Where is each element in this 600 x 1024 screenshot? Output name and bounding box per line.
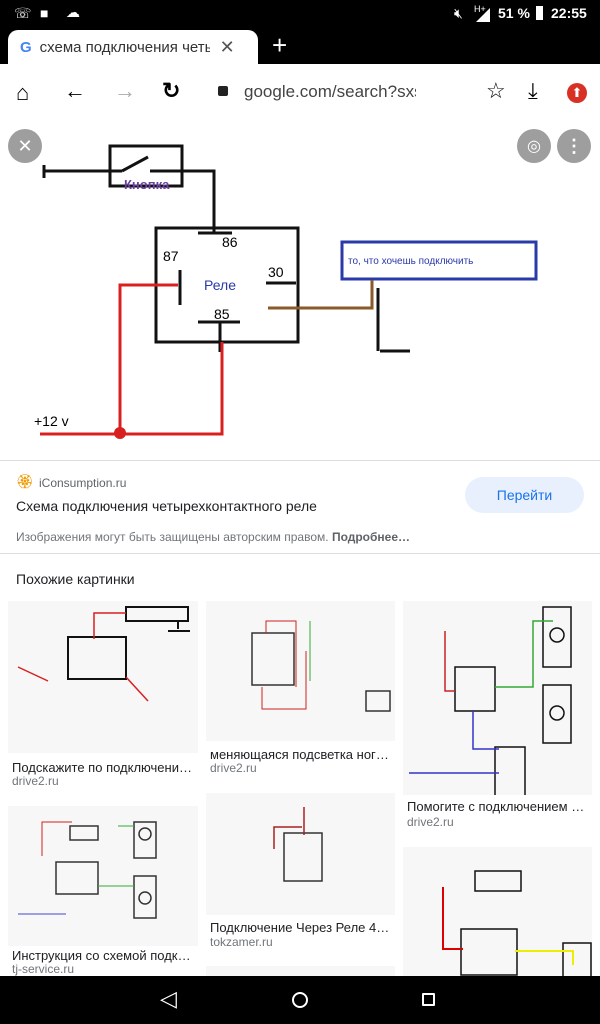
navigation-bar: ◁ — [0, 976, 600, 1024]
related-image-1[interactable] — [8, 601, 198, 753]
copyright-note: Изображения могут быть защищены авторски… — [16, 530, 410, 544]
related-image-3[interactable] — [206, 601, 395, 741]
back-icon[interactable]: ← — [64, 78, 86, 103]
relay-label: Реле — [204, 277, 236, 293]
related-title-3[interactable]: меняющаяся подсветка ног — DRIVE2 — [210, 747, 392, 762]
battery-percent: 51 % — [498, 5, 530, 21]
related-source-1: drive2.ru — [12, 774, 59, 788]
more-link[interactable]: Подробнее… — [331, 530, 411, 544]
missed-call-icon: ☏ — [14, 5, 32, 21]
related-source-5: drive2.ru — [407, 815, 454, 829]
browser-toolbar: ⌂ ← → ↻ google.com/search?sxsrf=APq-W ☆ … — [0, 64, 600, 120]
status-bar: ☏ ■ ☁ 🔇︎ H+ 51 % 22:55 — [0, 0, 600, 28]
pin-30: 30 — [268, 264, 284, 280]
related-title-5[interactable]: Помогите с подключением 4-х контактного … — [407, 799, 589, 814]
close-icon[interactable]: ✕ — [8, 129, 42, 163]
weather-icon: ☁ — [66, 4, 80, 20]
copyright-text: Изображения могут быть защищены авторски… — [16, 530, 329, 544]
back-nav-icon[interactable]: ◁ — [160, 986, 177, 1011]
pin-86: 86 — [222, 234, 238, 250]
related-title-4[interactable]: Подключение Через Реле 4 Контакта — [210, 920, 392, 935]
clock: 22:55 — [551, 5, 587, 21]
related-title-2[interactable]: Инструкция со схемой подключения — [12, 948, 194, 963]
lock-icon — [218, 86, 228, 96]
download-icon[interactable]: ⤓ — [528, 78, 538, 103]
related-image-7[interactable] — [403, 847, 592, 976]
video-icon: ■ — [40, 5, 49, 21]
home-nav-icon[interactable] — [292, 992, 308, 1008]
new-tab-button[interactable]: + — [272, 30, 288, 60]
forward-icon[interactable]: → — [114, 78, 136, 103]
close-tab-icon[interactable]: ✕ — [219, 36, 235, 57]
preview-image: Кнопка 87 86 Реле 30 85 то, что хочешь п… — [0, 120, 600, 460]
signal-icon — [476, 8, 490, 22]
site-favicon: 🏵︎ — [16, 473, 34, 489]
lens-icon[interactable]: ◎ — [517, 129, 551, 163]
home-icon[interactable]: ⌂ — [16, 80, 30, 105]
related-image-6[interactable] — [206, 966, 395, 976]
pin-87: 87 — [163, 248, 179, 264]
browser-tab[interactable]: G схема подключения четырехконтактного р… — [8, 30, 258, 64]
power-label: +12 v — [34, 413, 69, 429]
related-source-3: drive2.ru — [210, 761, 257, 775]
related-image-5[interactable] — [403, 601, 592, 795]
more-icon[interactable]: ⋮ — [557, 129, 591, 163]
button-label: Кнопка — [124, 177, 170, 192]
relay-diagram: Кнопка 87 86 Реле 30 85 то, что хочешь п… — [34, 144, 538, 439]
pin-85: 85 — [214, 306, 230, 322]
related-image-4[interactable] — [206, 793, 395, 915]
url-field[interactable]: google.com/search?sxsrf=APq-W — [244, 82, 416, 101]
star-icon[interactable]: ☆ — [486, 78, 506, 103]
related-heading: Похожие картинки — [16, 571, 135, 587]
mute-icon: 🔇︎ — [454, 5, 463, 21]
load-label: то, что хочешь подключить — [348, 256, 473, 267]
related-source-4: tokzamer.ru — [210, 935, 273, 949]
tab-bar: G схема подключения четырехконтактного р… — [0, 28, 600, 64]
source-site[interactable]: iConsumption.ru — [39, 476, 127, 490]
divider — [0, 553, 600, 554]
update-icon[interactable]: ⬆ — [567, 83, 587, 103]
google-icon: G — [20, 38, 32, 56]
reload-icon[interactable]: ↻ — [162, 78, 181, 103]
visit-button[interactable]: Перейти — [465, 477, 584, 513]
battery-icon — [536, 6, 543, 20]
recents-nav-icon[interactable] — [422, 993, 435, 1006]
related-image-2[interactable] — [8, 806, 198, 946]
divider — [0, 460, 600, 461]
tab-title: схема подключения четырехконтактного рел… — [39, 38, 210, 56]
related-source-2: tj-service.ru — [12, 962, 75, 976]
result-title[interactable]: Схема подключения четырехконтактного рел… — [16, 498, 317, 514]
related-title-1[interactable]: Подскажите по подключению реле — [12, 760, 194, 775]
